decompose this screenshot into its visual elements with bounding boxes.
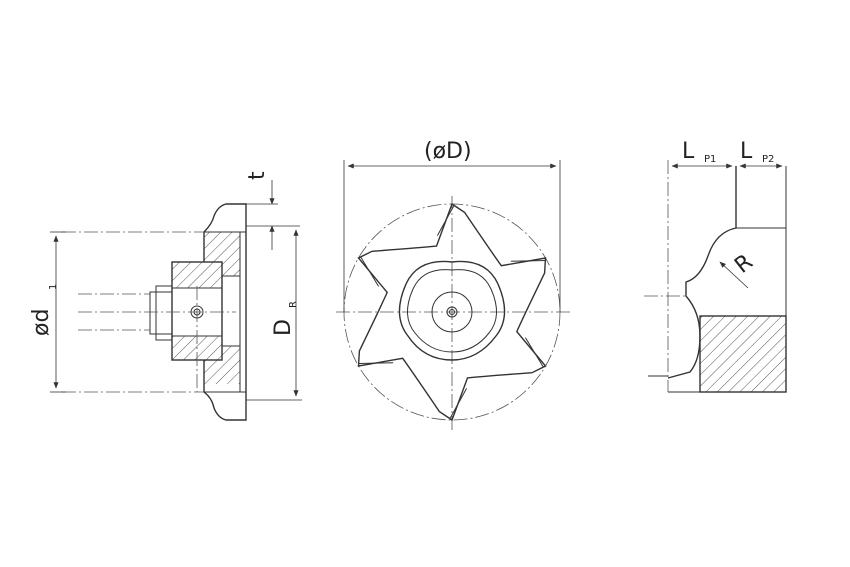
tooth-cutting-edge [449,388,468,420]
side-shank [149,291,173,335]
front-view: (øD) [336,139,570,430]
front-hub-boss [431,291,473,333]
cutter-teeth [357,202,547,422]
side-shank-collar [155,285,173,341]
label-radius: R [730,250,757,279]
dim-radius-leader [719,261,749,289]
profile-view: L P1 L P2 R [644,139,787,393]
front-hub-outer [398,260,506,361]
label-lp2-sub: P2 [762,154,774,165]
label-lp1-sub: P1 [704,154,716,165]
side-hatch-lower-hub [172,336,204,360]
label-diameter-r: D [271,319,296,336]
tooth-cutting-edge [510,260,546,262]
cutter-body-outline [357,202,547,422]
side-body-outline [203,203,247,421]
label-lp2: L [740,139,753,164]
label-diameter-r-sub: R [288,301,299,308]
label-outer-diameter: (øD) [424,139,472,164]
side-hatch-upper [204,232,240,288]
profile-hatch [700,316,786,392]
screw-icon [446,306,458,318]
tooth-cutting-edge [524,337,544,368]
label-bore-diameter-sub: 1 [48,284,59,290]
label-bore-diameter: ød [29,309,54,336]
tooth-cutting-edge [436,204,455,236]
tooth-cutting-edge [358,362,394,364]
side-hatch-upper-hub [172,262,204,288]
side-bore-step [221,275,241,347]
label-lp1: L [682,139,695,164]
profile-outline [667,166,737,379]
side-view: ød 1 t D R [29,171,302,421]
front-hub-inner [407,269,497,353]
label-thickness: t [245,171,270,180]
tooth-cutting-edge [360,256,380,287]
